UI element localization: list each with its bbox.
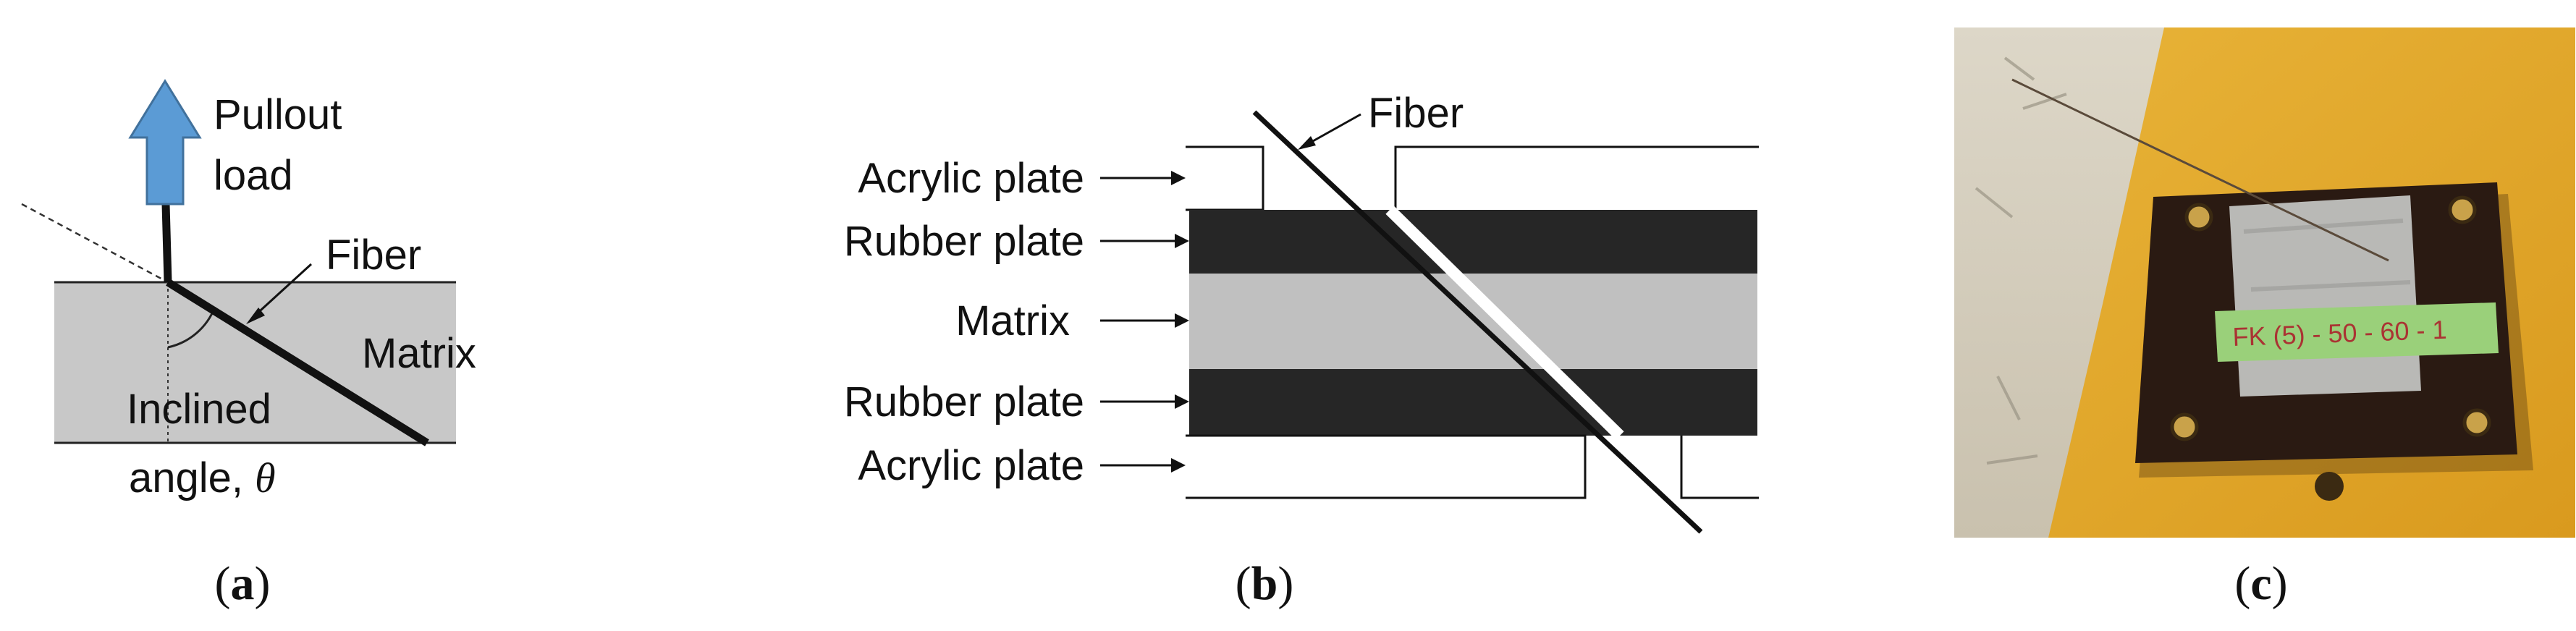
caption-a-letter: a: [231, 557, 255, 610]
panel-a-fiber-free-end: [161, 203, 172, 283]
panel-b-acrylic-top-right: [1394, 145, 1759, 210]
caption-b-open: (: [1236, 557, 1251, 610]
panel-b-acrylic-bottom-right: [1680, 436, 1759, 499]
caption-a-close: ): [255, 557, 271, 610]
panel-b-rubber-bottom: [1189, 369, 1757, 436]
panel-a-angle-label-line2: angle, θ: [129, 454, 276, 501]
panel-b-layer-label-5: Acrylic plate: [858, 442, 1084, 489]
panel-a-load-label-line1: Pullout: [214, 91, 342, 138]
panel-b-layer-label-1: Acrylic plate: [858, 155, 1084, 202]
panel-b-layer-arrowhead-2: [1175, 234, 1189, 248]
panel-c-paper-area: [1954, 27, 2164, 538]
caption-b-letter: b: [1251, 557, 1278, 610]
panel-b-fiber-pointer: [1306, 113, 1361, 146]
panel-a-matrix-label: Matrix: [362, 330, 476, 377]
panel-b-rubber-top: [1189, 210, 1757, 274]
caption-a-open: (: [215, 557, 231, 610]
panel-a-fiber: [166, 279, 429, 446]
panel-b-layer-arrowhead-5: [1171, 458, 1186, 473]
panel-a-pullout-arrow: [128, 79, 202, 206]
panel-c-mount-hole-1: [2184, 203, 2213, 232]
panel-c-paper-marks: [1975, 56, 2067, 465]
panel-b-fiber-label: Fiber: [1368, 90, 1464, 137]
panel-a-theta-symbol: θ: [255, 454, 276, 501]
panel-b-layer-arrowhead-1: [1171, 171, 1186, 185]
panel-b-acrylic-top-left: [1186, 145, 1264, 211]
panel-b-caption: (b): [1236, 557, 1294, 610]
panel-c-mount-hole-2: [2448, 195, 2477, 224]
panel-b-layer-arrowhead-3: [1175, 313, 1189, 328]
panel-a-fiber-label: Fiber: [326, 232, 421, 279]
panel-b-layer-label-3: Matrix: [955, 297, 1070, 344]
panel-a-angle-label-line1: Inclined: [127, 386, 271, 433]
panel-c-caption: (c): [2234, 557, 2287, 610]
caption-c-open: (: [2234, 557, 2250, 610]
panel-b-acrylic-bottom-left: [1186, 434, 1587, 499]
panel-a-caption: (a): [215, 557, 271, 610]
panel-b-layer-label-2: Rubber plate: [844, 218, 1084, 265]
panel-b-fiber: [1252, 110, 1703, 534]
panel-b-fiber-pointer-head: [1298, 136, 1316, 150]
caption-c-close: ): [2272, 557, 2288, 610]
panel-a-fiber-pointer: [252, 263, 313, 318]
panel-a-angle-text: angle,: [129, 454, 255, 501]
caption-b-close: ): [1278, 557, 1293, 610]
panel-b-layer-arrowhead-4: [1175, 394, 1189, 409]
panel-a-load-label-line2: load: [214, 152, 293, 199]
caption-c-letter: c: [2250, 557, 2271, 610]
panel-c-mount-hole-3: [2170, 412, 2199, 441]
panel-a-dashed-extension: [21, 203, 169, 284]
panel-c-mount-hole-4: [2462, 408, 2491, 437]
panel-c-specimen-tag: [2215, 302, 2499, 362]
panel-b-layer-label-4: Rubber plate: [844, 378, 1084, 425]
panel-c-fiber: [2011, 78, 2389, 262]
panel-c-bolt: [2315, 472, 2344, 501]
panel-a-fiber-pointer-head: [246, 308, 265, 324]
panel-b-fiber-gap: [1385, 206, 1624, 440]
